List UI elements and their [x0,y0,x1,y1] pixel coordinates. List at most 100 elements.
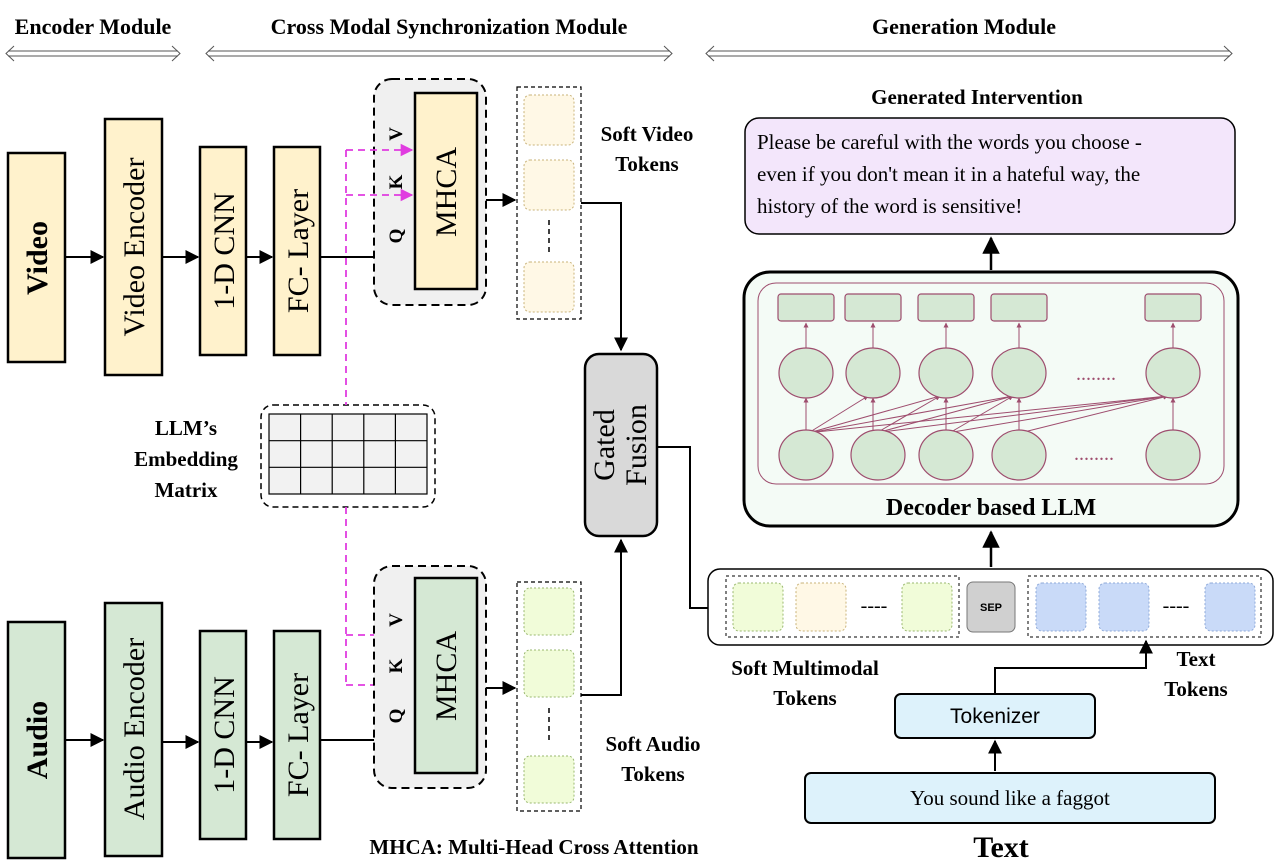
embedding-label-2: Embedding [134,447,238,471]
mhca-legend: MHCA: Multi-Head Cross Attention [369,835,698,859]
audio-cnn-box [198,629,248,841]
sequence-video-token [795,582,847,632]
gated-fusion-label-2: Fusion [620,404,653,486]
soft-video-token [523,94,575,146]
generated-intervention-line-2: even if you don't mean it in a hateful w… [757,162,1140,186]
llm-input-ellipsis: ........ [1074,443,1114,465]
embedding-matrix-group [260,404,436,508]
tokenizer-to-text-tokens-arrow [994,639,1153,694]
video-tokens-to-fusion-arrow [581,202,628,352]
llm-hidden-nodes [778,347,1201,399]
video-cnn-label: 1-D CNN [208,192,241,310]
audio-tokens-to-fusion-arrow [581,538,628,696]
llm-output-token [844,293,902,322]
sep-token [966,581,1016,633]
llm-input-node [1145,429,1201,481]
video-input-box [6,151,67,364]
llm-input-node [850,429,906,481]
generated-intervention-title: Generated Intervention [871,85,1083,109]
video-cnn-box [198,145,248,357]
generation-module-header: Generation Module [872,14,1056,39]
audio-encoder-box [103,601,164,858]
llm-hidden-node [778,347,834,399]
sequence-text-token [1204,582,1256,632]
multimodal-dashes: ---- [861,595,888,617]
text-tokens-label-1: Text [1177,647,1216,671]
audio-encoder-label: Audio Encoder [118,638,151,820]
video-mhca-label: MHCA [430,147,463,237]
llm-attention-links [803,393,1176,433]
soft-audio-tokens-label-2: Tokens [621,762,684,786]
text-tokens-label-2: Tokens [1164,677,1227,701]
text-dashes: ---- [1163,595,1190,617]
soft-multimodal-label-1: Soft Multimodal [731,656,879,680]
gated-fusion-label-1: Gated [588,409,621,481]
text-input-value: You sound like a faggot [910,786,1110,810]
sep-token-label: SEP [980,602,1002,614]
soft-multimodal-tokens-group [725,575,960,638]
soft-video-tokens-label-1: Soft Video [601,122,694,146]
sequence-audio-token [732,582,784,632]
llm-output-token [777,293,835,322]
llm-input-node [918,429,974,481]
embedding-label-1: LLM’s [155,416,217,440]
video-encoder-label: Video Encoder [118,158,151,337]
soft-video-token [523,159,575,211]
video-encoder-box [103,117,164,377]
soft-audio-token [523,587,575,636]
embedding-matrix-cells [269,414,427,494]
video-mhca-box [413,91,479,291]
llm-hidden-node [918,347,974,399]
audio-input-label: Audio [21,701,54,779]
generated-intervention-box [744,117,1236,235]
generation-module-span-arrow [705,45,1233,62]
generated-intervention-line-3: history of the word is sensitive! [757,194,1022,218]
soft-audio-token [523,755,575,804]
llm-output-tokens [777,293,1202,322]
audio-k-label: K [386,658,407,673]
audio-mhca-box [413,576,479,775]
llm-input-nodes [778,429,1201,481]
llm-output-token [917,293,975,322]
video-fc-label: FC- Layer [282,189,315,313]
decoder-llm-inner [757,282,1225,485]
generated-intervention-line-1: Please be careful with the words you cho… [757,130,1142,154]
audio-v-label: V [386,613,407,627]
tokenizer-label: Tokenizer [950,705,1040,728]
llm-output-token [990,293,1048,322]
audio-fc-box [272,629,322,841]
soft-audio-tokens-label-1: Soft Audio [605,732,700,756]
llm-input-node [991,429,1047,481]
audio-q-label: Q [386,709,407,724]
soft-audio-token [523,649,575,698]
encoder-module-span-arrow [5,45,181,62]
encoder-module-header: Encoder Module [15,14,172,39]
llm-hidden-ellipsis: ........ [1076,363,1116,385]
text-input-title: Text [973,831,1029,862]
sequence-text-token [1098,582,1150,632]
cross-modal-module-span-arrow [205,45,673,62]
audio-mhca-label: MHCA [430,631,463,721]
soft-video-tokens-label-2: Tokens [615,152,678,176]
llm-hidden-node [1145,347,1201,399]
embedding-matrix-grid [268,413,428,495]
cross-modal-module-header: Cross Modal Synchronization Module [271,14,628,39]
gated-fusion-box [583,352,659,538]
audio-fc-label: FC- Layer [282,673,315,797]
text-tokens-group [1027,575,1262,638]
audio-input-box [6,620,67,860]
fusion-to-sequence-arrow [657,446,726,615]
video-fc-box [272,145,322,357]
decoder-llm-label: Decoder based LLM [886,495,1096,521]
soft-video-token [523,261,575,313]
llm-input-node [778,429,834,481]
sequence-audio-token [901,582,953,632]
video-v-label: V [386,127,407,141]
soft-audio-tokens-group [516,581,582,812]
llm-hidden-node [991,347,1047,399]
video-input-label: Video [21,221,54,295]
soft-multimodal-label-2: Tokens [773,686,836,710]
llm-hidden-to-output-links [803,322,1176,348]
embedding-label-3: Matrix [155,478,218,502]
